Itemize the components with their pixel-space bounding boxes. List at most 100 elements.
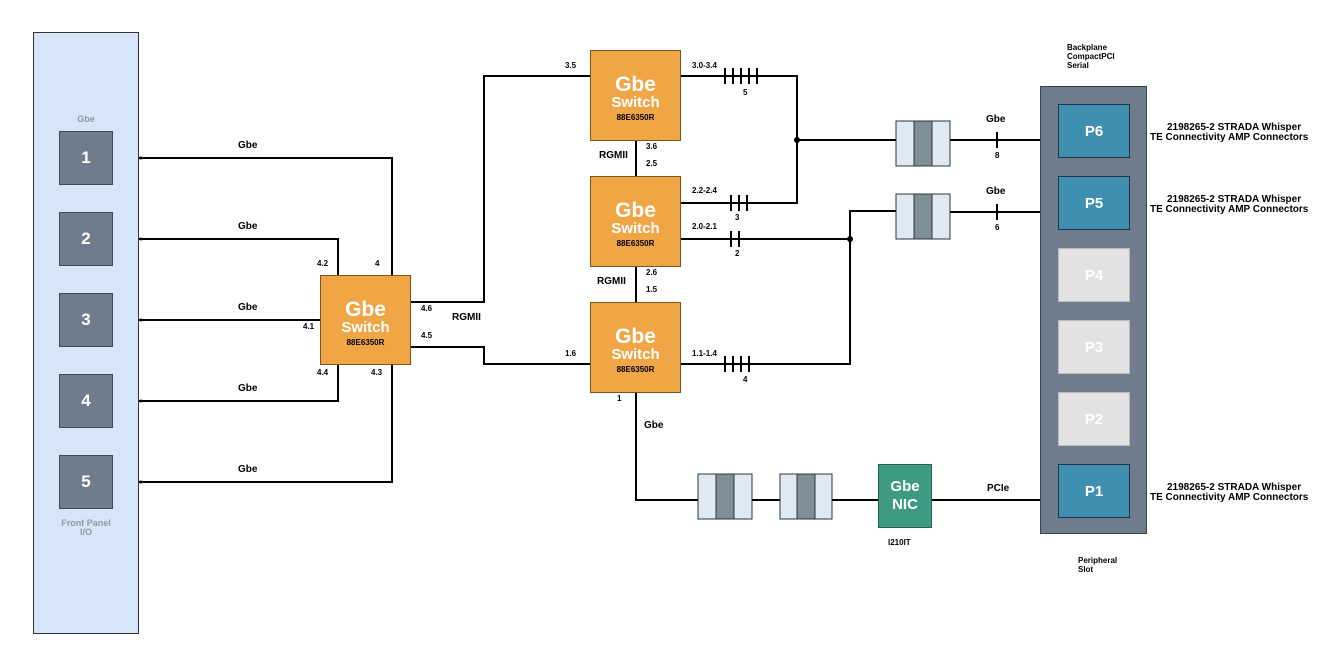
port-4-6: 4.6: [421, 304, 433, 313]
bus-count-4: 4: [743, 375, 748, 384]
top-switch: Gbe Switch 88E6350R: [590, 50, 681, 141]
main-switch: Gbe Switch 88E6350R: [320, 275, 411, 365]
main-switch-sub: Switch: [341, 319, 390, 336]
link-label-port3: Gbe: [238, 302, 258, 313]
nic-line2: NIC: [892, 496, 918, 513]
link-label-port4: Gbe: [238, 383, 258, 394]
bottom-switch-part: 88E6350R: [616, 365, 655, 374]
wire-nic: [635, 393, 698, 501]
front-panel-footer-line1: Front Panel: [61, 518, 111, 528]
port-1-5: 1.5: [646, 285, 658, 294]
rgmii-b-label: RGMII: [597, 276, 626, 287]
wire-rgmii-bottom: [410, 346, 590, 365]
connector-label-p6: 2198265-2 STRADA Whisper TE Connectivity…: [1150, 123, 1308, 143]
backplane-title-line1: Backplane: [1067, 43, 1108, 52]
port-1: 1: [617, 394, 622, 403]
connector-nic-a: [697, 473, 753, 520]
port-1-6: 1.6: [565, 349, 577, 358]
bus-count-6: 6: [995, 223, 1000, 232]
bus-count-3: 3: [735, 213, 740, 222]
port-3-0-3-4: 3.0-3.4: [692, 61, 717, 70]
connector-p6-line2: TE Connectivity AMP Connectors: [1150, 132, 1309, 143]
front-panel-footer: Front Panel I/O: [33, 519, 139, 537]
port-4-1: 4.1: [303, 322, 315, 331]
gbe-p5-label: Gbe: [986, 186, 1006, 197]
connector-p1-line1: 2198265-2 STRADA Whisper: [1167, 482, 1302, 493]
port-4-2: 4.2: [317, 259, 329, 268]
front-panel-title: Gbe: [77, 114, 95, 124]
connector-p1-line2: TE Connectivity AMP Connectors: [1150, 492, 1309, 503]
slot-p5: P5: [1058, 176, 1130, 230]
port-3-5: 3.5: [565, 61, 577, 70]
port-4-5: 4.5: [421, 331, 433, 340]
front-port-3: 3: [59, 293, 113, 347]
port-2-6: 2.6: [646, 268, 658, 277]
main-switch-title: Gbe: [345, 298, 386, 321]
front-port-2: 2: [59, 212, 113, 266]
slot-p4: P4: [1058, 248, 1130, 302]
nic-line1: Gbe: [890, 478, 920, 495]
port-2-0-2-1: 2.0-2.1: [692, 222, 717, 231]
slot-p2: P2: [1058, 392, 1130, 446]
gbe-nic: Gbe NIC: [878, 464, 932, 528]
link-label-port2: Gbe: [238, 221, 258, 232]
port-2-2-2-4: 2.2-2.4: [692, 186, 717, 195]
bus-count-2: 2: [735, 249, 740, 258]
backplane-footer: Peripheral Slot: [1078, 556, 1117, 574]
port-2-5: 2.5: [646, 159, 658, 168]
connector-p5: [895, 193, 951, 240]
connector-p6: [895, 120, 951, 167]
middle-switch-title: Gbe: [615, 199, 656, 222]
middle-switch-sub: Switch: [611, 220, 660, 237]
slot-p6: P6: [1058, 104, 1130, 158]
front-port-5: 5: [59, 455, 113, 509]
middle-switch: Gbe Switch 88E6350R: [590, 176, 681, 267]
top-switch-title: Gbe: [615, 73, 656, 96]
front-port-4: 4: [59, 374, 113, 428]
link-label-port1: Gbe: [238, 140, 258, 151]
bus-4-ticks: [724, 356, 750, 372]
rgmii-main-label: RGMII: [452, 312, 481, 323]
bottom-switch: Gbe Switch 88E6350R: [590, 302, 681, 393]
wire-port5: [139, 364, 393, 483]
wire-top-out: [681, 75, 798, 204]
connector-label-p5: 2198265-2 STRADA Whisper TE Connectivity…: [1150, 195, 1308, 215]
front-panel-footer-line2: I/O: [79, 527, 92, 537]
port-1-1-1-4: 1.1-1.4: [692, 349, 717, 358]
port-4-3: 4.3: [371, 368, 383, 377]
bottom-switch-sub: Switch: [611, 346, 660, 363]
link-label-port5: Gbe: [238, 464, 258, 475]
slot-p1: P1: [1058, 464, 1130, 518]
port-4-4: 4.4: [317, 368, 329, 377]
connector-nic-b: [779, 473, 833, 520]
bus-count-5: 5: [743, 88, 748, 97]
bottom-switch-title: Gbe: [615, 325, 656, 348]
port-3-6: 3.6: [646, 142, 658, 151]
pcie-label: PCIe: [987, 483, 1010, 494]
front-port-1: 1: [59, 131, 113, 185]
wire-port2: [139, 238, 339, 276]
wire-port1: [139, 157, 393, 276]
connector-label-p1: 2198265-2 STRADA Whisper TE Connectivity…: [1150, 483, 1308, 503]
backplane-footer-line2: Slot: [1078, 565, 1094, 574]
backplane: [1040, 86, 1147, 534]
backplane-title-line2: CompactPCI: [1067, 52, 1115, 61]
main-switch-part: 88E6350R: [346, 338, 385, 347]
backplane-footer-line1: Peripheral: [1078, 556, 1118, 565]
top-switch-sub: Switch: [611, 94, 660, 111]
bus-5-ticks: [724, 68, 758, 84]
connector-p5-line2: TE Connectivity AMP Connectors: [1150, 204, 1309, 215]
bus-3-ticks: [730, 195, 748, 211]
top-switch-part: 88E6350R: [616, 113, 655, 122]
bus-2-ticks: [730, 231, 740, 247]
slot-p3: P3: [1058, 320, 1130, 374]
bus-count-8: 8: [995, 151, 1000, 160]
nic-part: I210IT: [888, 538, 911, 547]
backplane-title-line3: Serial: [1067, 61, 1089, 70]
backplane-title: Backplane CompactPCI Serial: [1067, 43, 1115, 70]
wire-rgmii-top: [410, 75, 590, 303]
gbe-p6-label: Gbe: [986, 114, 1006, 125]
middle-switch-part: 88E6350R: [616, 239, 655, 248]
port-4: 4: [375, 259, 380, 268]
nic-link-label: Gbe: [644, 420, 664, 431]
